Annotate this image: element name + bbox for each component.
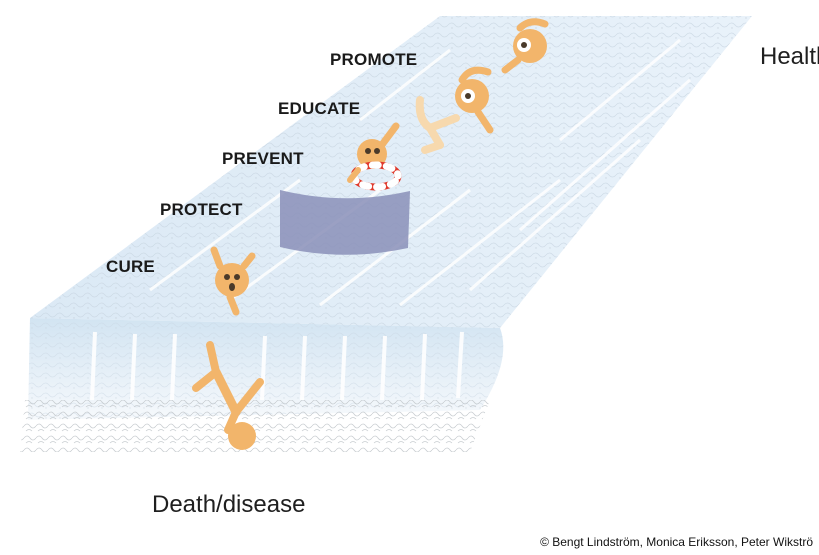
death-disease-label: Death/disease [152, 491, 305, 518]
stage-label-cure: CURE [106, 257, 155, 276]
copyright-credit: © Bengt Lindström, Monica Eriksson, Pete… [540, 535, 813, 549]
stage-label-protect: PROTECT [160, 200, 243, 219]
waterfall-foam [20, 400, 490, 452]
stage-label-promote: PROMOTE [330, 50, 417, 69]
health-label: Health [760, 43, 819, 70]
stage-label-prevent: PREVENT [222, 149, 304, 168]
barrier-fence [280, 190, 410, 255]
stage-label-educate: EDUCATE [278, 99, 360, 118]
